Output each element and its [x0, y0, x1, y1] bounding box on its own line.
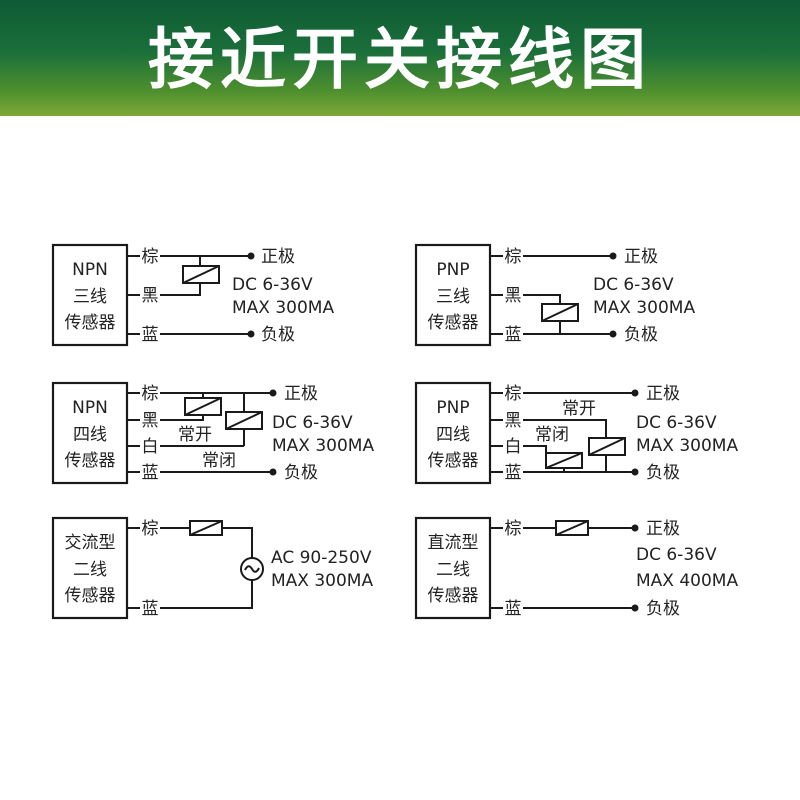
sensor-box: [51, 243, 129, 347]
wire-label-blue: 蓝: [142, 463, 159, 483]
sensor-name-label: 传感器: [428, 451, 479, 471]
wire-label-black: 黑: [505, 286, 522, 306]
positive-terminal-label: 正极: [624, 247, 658, 267]
negative-terminal-label: 负极: [646, 463, 680, 483]
wire-label-brown: 棕: [142, 247, 159, 267]
sensor-wire-count-label: 四线: [73, 425, 107, 445]
voltage-spec: AC 90-250V: [271, 548, 372, 568]
positive-terminal-label: 正极: [261, 247, 295, 267]
current-spec: MAX 300MA: [636, 436, 738, 456]
page-title: 接近开关接线图: [148, 21, 652, 98]
normally-closed-label: 常闭: [202, 451, 236, 471]
current-spec: MAX 400MA: [636, 571, 738, 591]
negative-terminal-label: 负极: [261, 325, 295, 345]
wire-label-white: 白: [142, 437, 159, 457]
normally-open-label: 常开: [562, 399, 596, 419]
sensor-wire-count-label: 三线: [73, 287, 107, 307]
voltage-spec: DC 6-36V: [232, 275, 313, 295]
sensor-name-label: 传感器: [65, 313, 116, 333]
voltage-spec: DC 6-36V: [593, 275, 674, 295]
voltage-spec: DC 6-36V: [636, 413, 717, 433]
wire-label-blue: 蓝: [505, 463, 522, 483]
sensor-type-label: 直流型: [428, 533, 479, 553]
sensor-type-label: NPN: [72, 398, 108, 418]
sensor-box: [414, 243, 492, 347]
wire-label-brown: 棕: [505, 519, 522, 539]
wire-label-brown: 棕: [142, 519, 159, 539]
panel-pnp-four-wire: PNP 四线 传感器 棕 黑 白 蓝 常开 常闭 正极 负极 DC 6-36V …: [414, 381, 738, 485]
sensor-type-label: NPN: [72, 260, 108, 280]
positive-terminal-label: 正极: [646, 384, 680, 404]
wire-label-white: 白: [505, 437, 522, 457]
wire-label-brown: 棕: [142, 384, 159, 404]
wire-label-black: 黑: [505, 411, 522, 431]
header-banner: 接近开关接线图: [0, 0, 800, 116]
positive-terminal-label: 正极: [646, 519, 680, 539]
wire-label-blue: 蓝: [505, 325, 522, 345]
current-spec: MAX 300MA: [593, 298, 695, 318]
negative-terminal-label: 负极: [624, 325, 658, 345]
current-spec: MAX 300MA: [232, 298, 334, 318]
panel-npn-three-wire: NPN 三线 传感器 棕 黑 蓝 正极 负极 DC 6-36V MAX 300M…: [51, 243, 334, 347]
sensor-wire-count-label: 四线: [436, 425, 470, 445]
wire-label-black: 黑: [142, 286, 159, 306]
sensor-box: [414, 516, 492, 620]
sensor-wire-count-label: 二线: [73, 560, 107, 580]
panel-dc-two-wire: 直流型 二线 传感器 棕 蓝 正极 负极 DC 6-36V MAX 400MA: [414, 516, 738, 620]
sensor-type-label: 交流型: [65, 533, 116, 553]
current-spec: MAX 300MA: [272, 436, 374, 456]
wire-label-brown: 棕: [505, 247, 522, 267]
sensor-name-label: 传感器: [65, 586, 116, 606]
voltage-spec: DC 6-36V: [272, 413, 353, 433]
panel-npn-four-wire: NPN 四线 传感器 棕 黑 白 蓝 常开 常闭 正极 负极 DC 6-36V …: [51, 381, 374, 485]
sensor-box: [51, 516, 129, 620]
sensor-wire-count-label: 三线: [436, 287, 470, 307]
panel-ac-two-wire: 交流型 二线 传感器 棕 蓝 AC 90-250V MAX 300MA: [51, 516, 373, 620]
wire-label-brown: 棕: [505, 384, 522, 404]
sensor-box: [51, 381, 129, 485]
wire-label-blue: 蓝: [142, 325, 159, 345]
negative-terminal-label: 负极: [646, 599, 680, 619]
sensor-type-label: PNP: [436, 260, 469, 280]
normally-closed-label: 常闭: [535, 425, 569, 445]
sensor-wire-count-label: 二线: [436, 560, 470, 580]
panel-pnp-three-wire: PNP 三线 传感器 棕 黑 蓝 正极 负极 DC 6-36V MAX 300M…: [414, 243, 695, 347]
sensor-name-label: 传感器: [428, 313, 479, 333]
normally-open-label: 常开: [178, 425, 212, 445]
wire-label-black: 黑: [142, 411, 159, 431]
positive-terminal-label: 正极: [284, 384, 318, 404]
current-spec: MAX 300MA: [271, 571, 373, 591]
voltage-spec: DC 6-36V: [636, 545, 717, 565]
sensor-name-label: 传感器: [65, 451, 116, 471]
sensor-box: [414, 381, 492, 485]
wire-label-blue: 蓝: [505, 599, 522, 619]
sensor-name-label: 传感器: [428, 586, 479, 606]
sensor-type-label: PNP: [436, 398, 469, 418]
wire-label-blue: 蓝: [142, 599, 159, 619]
negative-terminal-label: 负极: [284, 463, 318, 483]
